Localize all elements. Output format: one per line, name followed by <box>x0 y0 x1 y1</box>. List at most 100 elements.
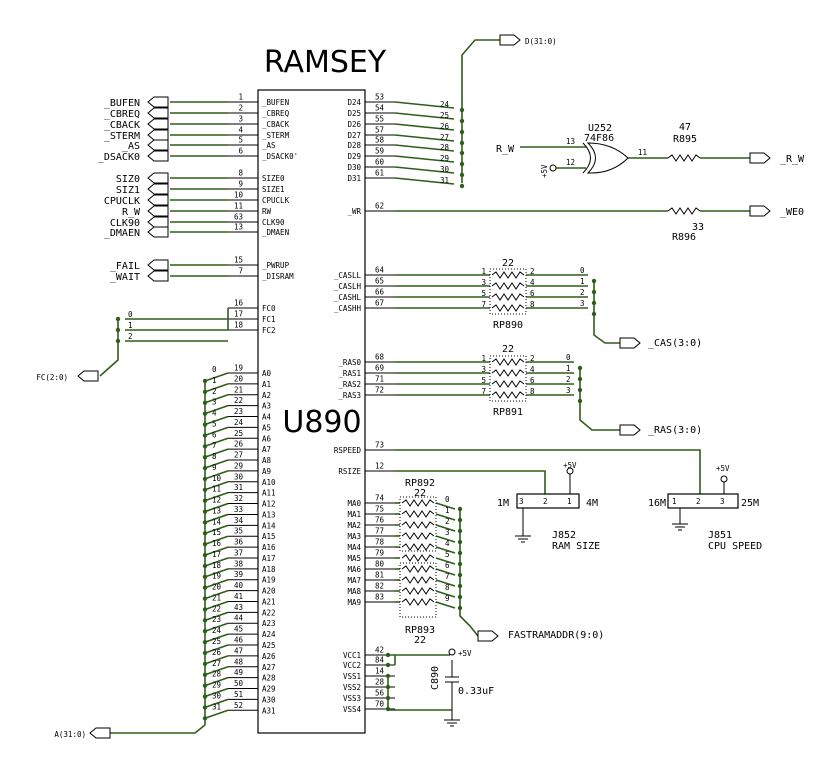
pin-name: A26 <box>262 652 276 661</box>
left-signal-label: _CBACK <box>104 120 140 131</box>
pin-number: 32 <box>234 494 243 503</box>
addr-tap-wire <box>204 524 229 535</box>
ma-tap-number: 1 <box>445 506 450 515</box>
addr-tap-wire <box>204 502 229 513</box>
pin-number: 14 <box>375 667 385 676</box>
junction-dot <box>202 574 208 580</box>
rp-pin: 7 <box>481 300 486 309</box>
addr-tap-wire <box>204 404 229 415</box>
junction-dot <box>202 520 208 525</box>
pin-name: A7 <box>262 445 271 454</box>
ma-tap-number: 4 <box>445 539 450 548</box>
addr-tap-wire <box>204 655 229 665</box>
pin-name: CLK90 <box>262 218 285 227</box>
pin-name: MA9 <box>347 598 361 607</box>
addr-tap-wire <box>204 481 229 491</box>
rp-pin: 2 <box>530 267 535 276</box>
pin-name: RW <box>262 207 272 216</box>
junction-dot <box>202 629 208 634</box>
junction-dot <box>202 585 208 590</box>
r895-value: 47 <box>679 122 691 133</box>
addr-tap-number: 11 <box>212 485 221 494</box>
pin-number: 63 <box>234 213 243 222</box>
addr-tap-wire <box>204 600 229 611</box>
addr-tap-number: 24 <box>212 626 222 635</box>
addr-tap-number: 22 <box>212 604 221 613</box>
pin-name: _CASLH <box>334 282 362 291</box>
junction-dot <box>202 465 208 471</box>
addr-tap-number: 30 <box>212 691 222 700</box>
pin-name: _CBREQ <box>262 109 290 118</box>
signal-flag <box>147 139 169 151</box>
addr-tap-number: 21 <box>212 593 221 602</box>
pin-name: MA1 <box>347 510 361 519</box>
data-tap-number: 27 <box>440 133 449 142</box>
pin-number: 10 <box>234 191 244 200</box>
j851-desc: CPU SPEED <box>708 541 762 552</box>
left-signal-label: _AS <box>122 141 140 152</box>
pin-number: 54 <box>375 104 385 113</box>
pin-number: 21 <box>234 385 243 394</box>
pin-name: A14 <box>262 521 276 530</box>
pin-number: 36 <box>234 538 244 547</box>
r_w-flag <box>749 152 771 164</box>
rp-pin: 7 <box>481 387 486 396</box>
pin-number: 23 <box>234 407 243 416</box>
junction-dot <box>202 639 208 645</box>
rp-tap-number: 0 <box>580 266 585 275</box>
pin-number: 62 <box>375 202 384 211</box>
pin-number: 76 <box>375 516 385 525</box>
pin-name: A11 <box>262 489 276 498</box>
pin-name: MA7 <box>347 576 361 585</box>
supply-terminal <box>720 475 728 483</box>
addr-tap-number: 9 <box>212 463 217 472</box>
pin-name: D26 <box>347 120 361 129</box>
pin-number: 33 <box>234 505 243 514</box>
we0-flag <box>749 205 771 217</box>
pin-name: VSS2 <box>343 683 361 692</box>
rp-tap-number: 2 <box>566 375 571 384</box>
fastram-label: FASTRAMADDR(9:0) <box>508 630 604 641</box>
pin-number: 41 <box>234 592 243 601</box>
pin-name: MA6 <box>347 565 361 574</box>
addr-tap-wire <box>204 535 229 545</box>
rp-pin: 4 <box>530 278 535 287</box>
pin-number: 79 <box>375 549 384 558</box>
pin-name: MA2 <box>347 521 361 530</box>
addr-tap-wire <box>204 666 229 676</box>
pin-number: 81 <box>375 571 384 580</box>
junction-dot <box>202 498 208 503</box>
ma-out-wire <box>435 535 456 543</box>
rp890-resistor <box>491 271 525 279</box>
signal-flag <box>147 96 169 108</box>
addr-tap-wire <box>204 611 229 622</box>
fc-tap-number: 0 <box>128 310 133 319</box>
pin-number: 13 <box>234 223 243 232</box>
gate-input-label: R_W <box>496 144 515 155</box>
rp890-resistor <box>491 304 525 312</box>
pin-number: 47 <box>234 646 243 655</box>
rp891-resistor <box>491 391 525 399</box>
pin-name: _PWRUP <box>262 261 290 270</box>
resistor-r896 <box>667 207 701 215</box>
resistor-r895 <box>667 154 701 162</box>
gate-ref: U252 <box>588 123 612 134</box>
pin-name: D31 <box>347 174 361 183</box>
jumper-pin: 2 <box>696 497 701 506</box>
pin-number: 68 <box>375 353 385 362</box>
junction-dot <box>202 563 208 569</box>
pin-name: D30 <box>347 163 361 172</box>
addr-tap-wire <box>204 437 229 448</box>
signal-flag <box>147 270 169 282</box>
pin-number: 65 <box>375 277 384 286</box>
pin-name: A5 <box>262 423 271 432</box>
pin-name: VSS4 <box>343 705 362 714</box>
data-tap-number: 24 <box>440 100 450 109</box>
rp-ref: RP890 <box>493 320 523 331</box>
junction-dot <box>459 161 465 167</box>
data-tap-number: 31 <box>440 176 449 185</box>
rp-value: 22 <box>502 344 514 355</box>
junction-dot <box>202 433 208 438</box>
pin-name: _AS <box>262 141 276 150</box>
ma-out-wire <box>435 601 456 609</box>
